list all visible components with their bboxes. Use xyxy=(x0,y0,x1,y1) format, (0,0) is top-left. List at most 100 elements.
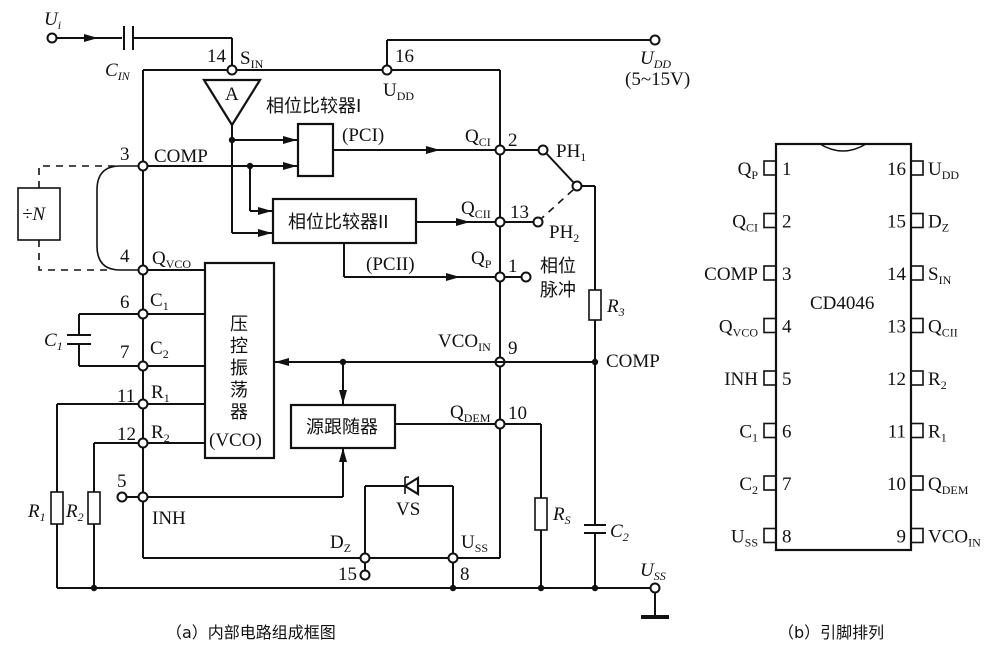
r2-label: R2 xyxy=(65,501,84,524)
pin9-name: VCOIN xyxy=(438,331,491,354)
pin-number: 11 xyxy=(888,422,906,443)
c1-label: C1 xyxy=(44,330,63,353)
pin-number: 3 xyxy=(782,264,792,285)
pc1-title: 相位比较器I xyxy=(266,96,361,117)
pin10-number: 10 xyxy=(508,403,527,424)
pin8-number: 8 xyxy=(460,564,470,585)
pin9-number: 9 xyxy=(508,338,518,359)
pin-name: C1 xyxy=(739,422,758,445)
pin-name: QDEM xyxy=(928,474,969,497)
pin-number: 16 xyxy=(887,159,906,180)
switch-arm xyxy=(545,152,575,184)
chip-body xyxy=(774,142,913,552)
phase-pulse-line2: 脉冲 xyxy=(540,280,576,301)
pin14-number: 14 xyxy=(207,46,227,67)
follower-label: 源跟随器 xyxy=(306,417,378,438)
pin-lead xyxy=(763,527,777,544)
pin-3: 3 COMP xyxy=(704,264,791,285)
pin10-name: QDEM xyxy=(450,402,491,425)
pin3-name: COMP xyxy=(154,146,208,167)
pc2-title: 相位比较器II xyxy=(288,212,389,233)
comp-right-label: COMP xyxy=(606,351,660,372)
chip-name: CD4046 xyxy=(810,293,874,314)
pin-number: 6 xyxy=(782,422,792,443)
pin-lead xyxy=(910,527,924,544)
pin-name: R2 xyxy=(928,369,947,392)
pin-lead xyxy=(910,160,924,176)
pc1-output-label: (PCI) xyxy=(342,125,384,146)
pin-name: R1 xyxy=(928,422,947,445)
pin-lead xyxy=(910,265,924,281)
block-diagram: Ui CIN 14 SIN UDD (5~15V) 16 UDD A xyxy=(17,9,690,642)
pin-name: UDD xyxy=(928,159,959,182)
vco-block xyxy=(203,261,276,460)
vco-tag: (VCO) xyxy=(209,430,262,451)
source-follower-block xyxy=(289,403,397,450)
pin-10: 10 QDEM xyxy=(887,474,969,497)
pin-number: 12 xyxy=(887,369,906,390)
amplifier-a xyxy=(202,78,262,128)
pin4-name: QVCO xyxy=(152,248,191,271)
pc2-output-label: (PCII) xyxy=(366,254,415,275)
pin-number: 13 xyxy=(887,317,906,338)
pin1-name: QP xyxy=(471,248,492,271)
pin-number: 8 xyxy=(782,527,792,548)
pin-number: 14 xyxy=(887,264,907,285)
pin12-number: 12 xyxy=(117,424,136,445)
pin-name: QVCO xyxy=(719,317,758,340)
pin-lead xyxy=(910,212,924,229)
pin-8: 8 USS xyxy=(731,527,792,550)
input-terminal-ui xyxy=(46,32,58,44)
pin-lead xyxy=(763,160,777,176)
pin-lead xyxy=(910,422,924,439)
pin2-number: 2 xyxy=(508,130,518,151)
udd-range: (5~15V) xyxy=(625,69,690,90)
pin7-name: C2 xyxy=(150,338,169,361)
resistor-rs xyxy=(534,497,548,531)
pin3-number: 3 xyxy=(120,144,130,165)
pin-name: COMP xyxy=(704,264,758,285)
pin8-name: USS xyxy=(461,532,488,555)
pin-name: QCI xyxy=(732,212,758,235)
pin2-name: QCI xyxy=(465,126,491,149)
pin-12: 12 R2 xyxy=(887,369,947,392)
chip-notch xyxy=(819,143,867,152)
pin-number: 7 xyxy=(782,474,792,495)
phase-pulse-line1: 相位 xyxy=(540,256,576,277)
pin-name: USS xyxy=(731,527,758,550)
amplifier-label: A xyxy=(225,84,239,105)
pin-name: SIN xyxy=(928,264,952,287)
pin11-number: 11 xyxy=(117,386,135,407)
pin-lead xyxy=(763,212,777,229)
caption-a: （a）内部电路组成框图 xyxy=(166,623,336,642)
pin-number: 15 xyxy=(887,212,906,233)
pin-name: VCOIN xyxy=(928,527,981,550)
pin14-name: SIN xyxy=(240,48,264,71)
pin-lead xyxy=(910,475,924,491)
vco-char-4: 荡 xyxy=(230,380,248,401)
pin-name: QCII xyxy=(928,317,958,340)
pin-6: 6 C1 xyxy=(739,422,791,445)
pin13-name: QCII xyxy=(461,198,491,221)
pin5-name: INH xyxy=(152,508,186,529)
resistor-r2 xyxy=(87,491,101,525)
pin-11: 11 R1 xyxy=(888,422,947,445)
inh-terminal xyxy=(116,491,128,503)
switch-contact-ph2 xyxy=(532,216,544,228)
switch-common xyxy=(571,180,583,192)
pin-name: INH xyxy=(724,369,758,390)
r1-label: R1 xyxy=(27,501,46,524)
uss-ext-label: USS xyxy=(640,560,666,583)
pin-number: 10 xyxy=(887,474,906,495)
pin-lead xyxy=(763,475,777,491)
pin-number: 2 xyxy=(782,212,792,233)
pin13-number: 13 xyxy=(510,202,529,223)
input-label-ui: Ui xyxy=(44,9,61,32)
pin-9: 9 VCOIN xyxy=(897,527,982,550)
pin-number: 9 xyxy=(897,527,907,548)
